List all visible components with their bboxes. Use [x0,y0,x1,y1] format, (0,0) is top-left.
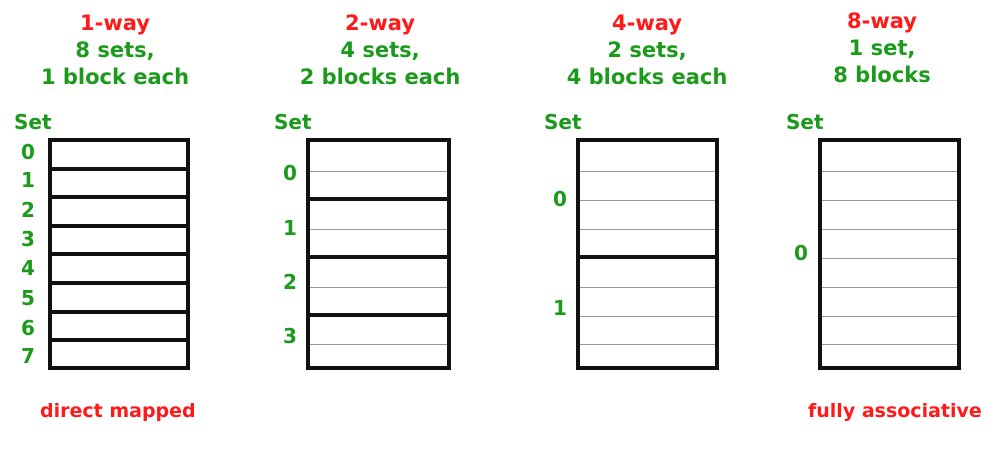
sets-count: 1 set, [848,36,916,60]
set-index: 0 [553,187,567,211]
set-index: 3 [283,324,297,348]
set-axis-label: Set [274,110,312,134]
cache-diagram-1way [48,138,190,370]
set-index: 0 [21,140,35,164]
set-axis-label: Set [544,110,582,134]
set-index: 3 [21,227,35,251]
way-title: 2-way [345,11,415,35]
blocks-per-set: 1 block each [40,65,190,89]
set-index: 5 [21,286,35,310]
sets-count: 4 sets, [340,38,420,62]
set-index: 1 [21,168,35,192]
set-index: 1 [553,296,567,320]
header-2way: 2-way 4 sets, 2 blocks each [285,10,475,91]
set-index: 2 [283,270,297,294]
set-axis-label: Set [786,110,824,134]
set-index: 6 [21,316,35,340]
way-title: 8-way [847,9,917,33]
cache-diagram-8way [818,138,961,370]
set-index: 4 [21,256,35,280]
cache-diagram-4way [576,138,719,370]
way-title: 1-way [80,11,150,35]
set-index: 0 [794,241,808,265]
sets-count: 8 sets, [75,38,155,62]
header-4way: 4-way 2 sets, 4 blocks each [552,10,742,91]
blocks-per-set: 4 blocks each [566,65,728,89]
set-index: 1 [283,216,297,240]
blocks-per-set: 8 blocks [833,63,931,87]
caption-direct-mapped: direct mapped [40,400,196,422]
sets-count: 2 sets, [607,38,687,62]
cache-diagram-2way [306,138,451,370]
header-8way: 8-way 1 set, 8 blocks [787,8,977,89]
blocks-per-set: 2 blocks each [299,65,461,89]
set-index: 0 [283,161,297,185]
caption-fully-associative: fully associative [808,400,982,422]
way-title: 4-way [612,11,682,35]
set-index: 7 [21,344,35,368]
set-axis-label: Set [14,110,52,134]
set-index: 2 [21,198,35,222]
header-1way: 1-way 8 sets, 1 block each [20,10,210,91]
